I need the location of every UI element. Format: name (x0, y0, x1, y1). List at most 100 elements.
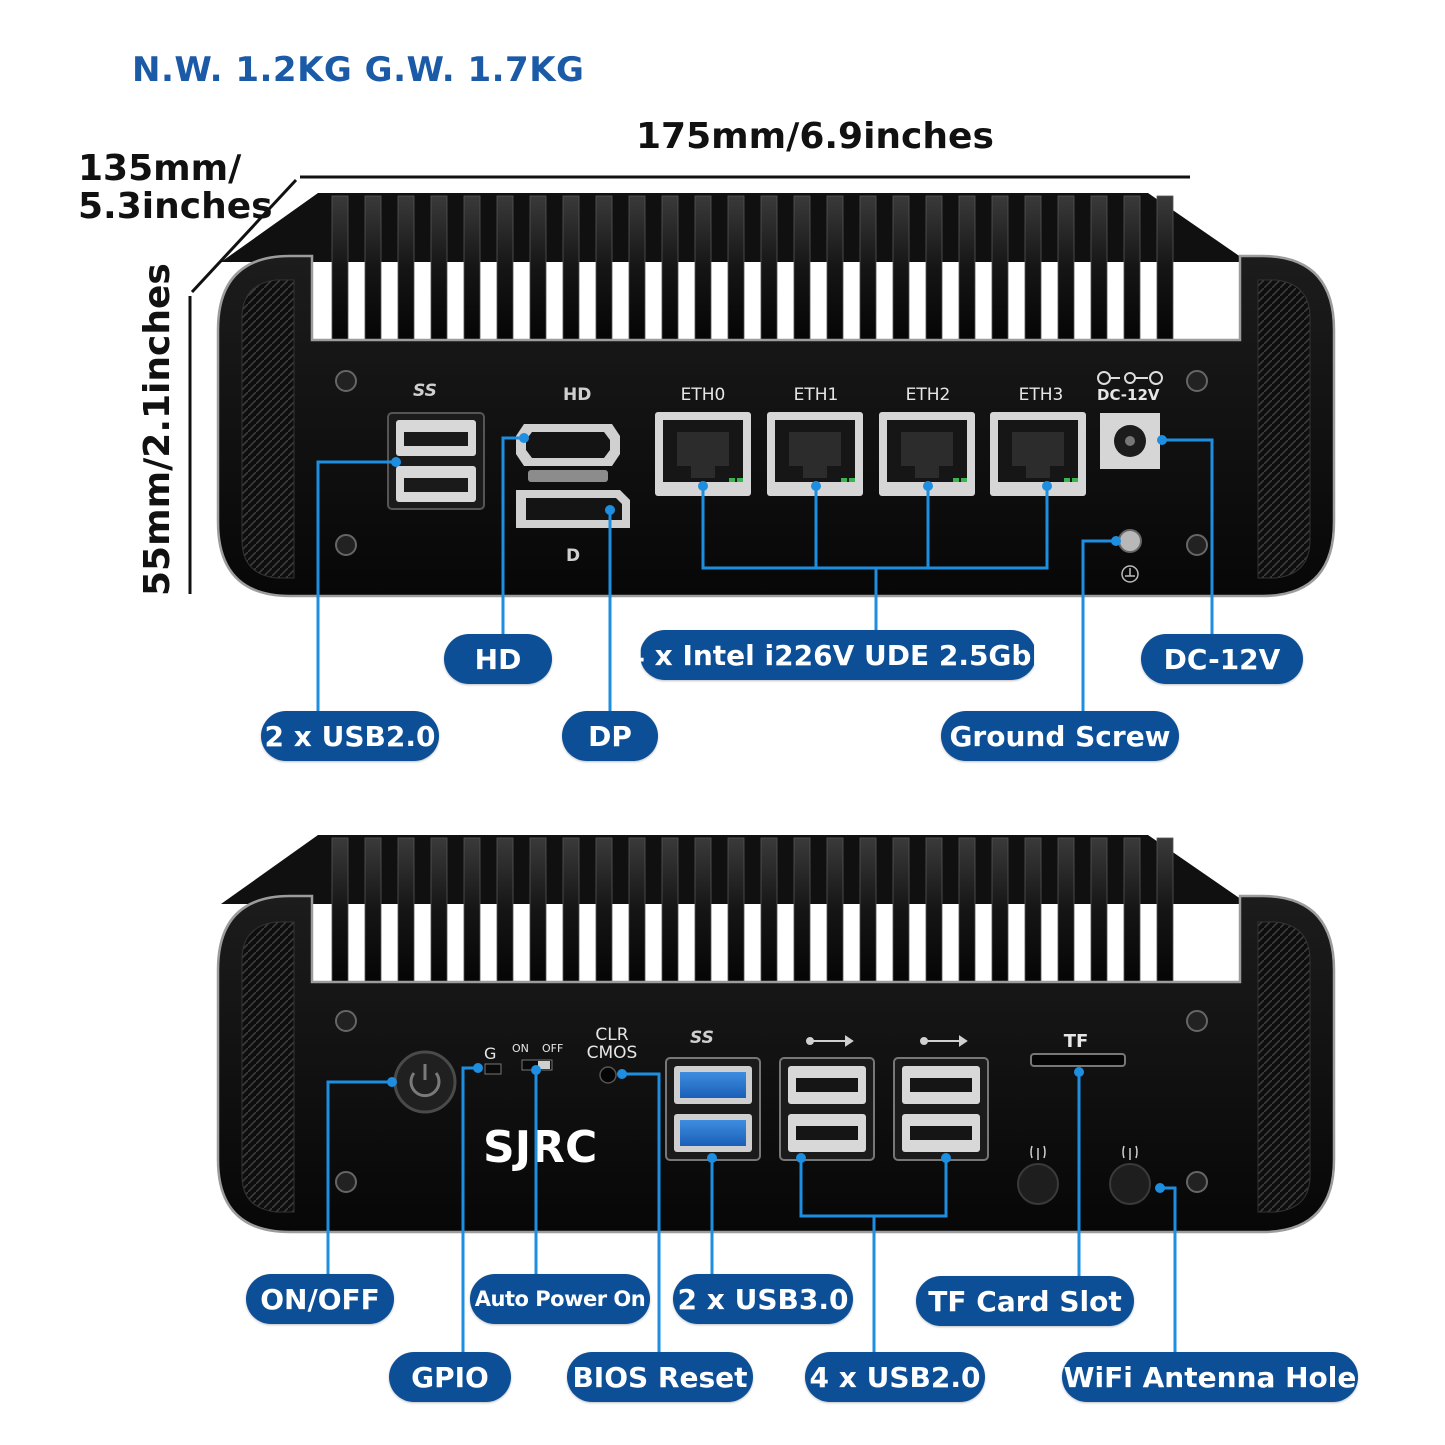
dc-polarity-icon (1097, 371, 1163, 385)
antenna-icon (1030, 1145, 1138, 1160)
heatsink-fin (727, 837, 745, 983)
heatsink-fin (364, 837, 382, 983)
front-leader-lines (326, 1066, 1177, 1354)
gpio-g-label: G (484, 1044, 496, 1063)
dc-label: DC-12V (1097, 386, 1160, 404)
weight-label: N.W. 1.2KG G.W. 1.7KG (132, 50, 585, 90)
hd-logo: HD (563, 385, 591, 405)
callout-ground-screw: Ground Screw (941, 711, 1179, 761)
callout-bios-reset: BIOS Reset (567, 1352, 753, 1402)
callout-tf-card-slot: TF Card Slot (916, 1276, 1134, 1326)
heatsink-fin (430, 837, 448, 983)
eth1-label: ETH1 (794, 385, 839, 405)
heatsink-fin (331, 195, 349, 341)
eth2-label: ETH2 (906, 385, 951, 405)
ethernet-port (879, 412, 975, 496)
heatsink-fin (1024, 837, 1042, 983)
heatsink-fin (595, 195, 613, 341)
cmos-label: CMOS (587, 1043, 638, 1063)
switch-off-label: OFF (542, 1042, 563, 1055)
heatsink-fin (1057, 195, 1075, 341)
callout-on-off: ON/OFF (246, 1274, 394, 1324)
power-button-icon (393, 1050, 457, 1114)
rear-device: SS HD D ETH0 ETH1 ETH2 ETH3 (216, 193, 1336, 598)
dc-jack (1100, 413, 1160, 469)
heatsink-fin (628, 195, 646, 341)
front-usb2-ports-b (893, 1057, 989, 1161)
heatsink-fin (925, 195, 943, 341)
wifi-antenna-holes (1017, 1163, 1151, 1205)
depth-dimension-label-unit: 5.3inches (78, 186, 273, 227)
heatsink-fin (562, 195, 580, 341)
heatsink-fin (562, 837, 580, 983)
switch-on-label: ON (512, 1042, 529, 1055)
heatsink-fin (694, 195, 712, 341)
rear-leader-lines (316, 436, 1214, 712)
eth0-label: ETH0 (681, 385, 726, 405)
rear-usb2-ports (387, 412, 485, 510)
heatsink-fin (1123, 837, 1141, 983)
heatsink-fin (529, 837, 547, 983)
heatsink-fin (463, 837, 481, 983)
heatsink-fin (595, 837, 613, 983)
front-device: G ON OFF CLR CMOS SJRC SS (216, 835, 1336, 1234)
tf-card-slot (1030, 1053, 1126, 1067)
heatsink-fin (1123, 195, 1141, 341)
heatsink-fin (1156, 837, 1174, 983)
callout-usb3: 2 x USB3.0 (673, 1274, 853, 1324)
heatsink-fin (661, 195, 679, 341)
dp-port (516, 490, 630, 528)
width-dimension-label: 175mm/6.9inches (636, 116, 994, 157)
heatsink-fin (364, 195, 382, 341)
heatsink-fin (661, 837, 679, 983)
rear-leader-dots (391, 433, 1167, 546)
heatsink-fin (826, 837, 844, 983)
callout-dc: DC-12V (1141, 634, 1303, 684)
hd-port (516, 424, 620, 482)
heatsink-fin (892, 195, 910, 341)
dimension-lines (188, 175, 1190, 594)
heatsink-fin (496, 195, 514, 341)
heatsink-fin (958, 837, 976, 983)
heatsink-fin (397, 195, 415, 341)
front-usb2-ports-a (779, 1057, 875, 1161)
heatsink-fin (991, 195, 1009, 341)
callout-usb2: 2 x USB2.0 (261, 711, 439, 761)
heatsink-fin (529, 195, 547, 341)
callout-dp: DP (562, 711, 658, 761)
gpio-header (484, 1063, 502, 1075)
heatsink-fin (496, 837, 514, 983)
heatsink-fin (1090, 837, 1108, 983)
dp-logo: D (566, 546, 580, 566)
heatsink-fin (925, 837, 943, 983)
ethernet-port (767, 412, 863, 496)
ss-usb-logo: SS (690, 1028, 714, 1048)
ethernet-port (990, 412, 1086, 496)
front-leader-dots (387, 1063, 1165, 1193)
heatsink-fin (727, 195, 745, 341)
screw-icon (335, 1010, 1208, 1193)
ethernet-port (655, 412, 751, 496)
heatsink-fin (1090, 195, 1108, 341)
heatsink-fin (397, 837, 415, 983)
screw-icon (335, 370, 1208, 556)
heatsink-fin (694, 837, 712, 983)
callout-gpio: GPIO (389, 1352, 511, 1402)
heatsink-fin (859, 195, 877, 341)
callout-auto-power-on: Auto Power On (470, 1274, 650, 1324)
heatsink-fin (430, 195, 448, 341)
heatsink-fin (1156, 195, 1174, 341)
heatsink-fin (331, 837, 349, 983)
callout-usb2-front: 4 x USB2.0 (805, 1352, 985, 1402)
heatsink-fin (991, 837, 1009, 983)
heatsink-fin (760, 195, 778, 341)
heatsink-fin (958, 195, 976, 341)
heatsink-fin (793, 837, 811, 983)
brand-logo: SJRC (483, 1122, 597, 1173)
heatsink-fin (859, 837, 877, 983)
clr-cmos-button (599, 1066, 617, 1084)
heatsink-fin (463, 195, 481, 341)
callout-wifi-antenna-hole: WiFi Antenna Hole (1062, 1352, 1358, 1402)
heatsink-fin (1024, 195, 1042, 341)
